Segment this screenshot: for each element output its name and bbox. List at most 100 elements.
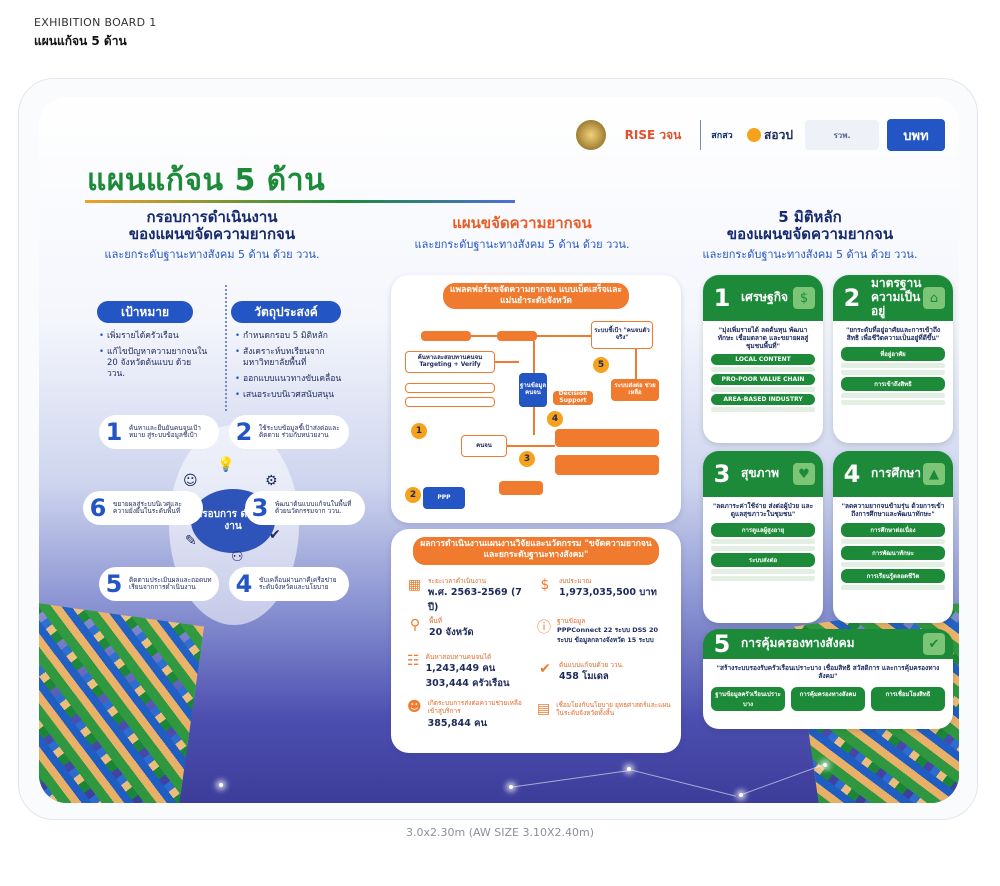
step-number: 2	[235, 418, 253, 446]
board-subtitle: แผนแก้จน 5 ด้าน	[34, 34, 127, 48]
framework-title-a: กรอบการดำเนินงาน	[146, 208, 278, 226]
text-line	[711, 538, 815, 544]
board-size-note: 3.0x2.30m (AW SIZE 3.10X2.40m)	[405, 826, 595, 839]
flow-box	[421, 331, 471, 341]
tdri-logo: รวพ.	[805, 120, 879, 150]
framework-heading: กรอบการดำเนินงาน ของแผนขจัดความยากจน และ…	[87, 209, 337, 263]
poverty-plan-heading: แผนขจัดความยากจน และยกระดับฐานะทางสังคม …	[377, 215, 667, 253]
objective-item: สังเคราะห์บทเรียนจากมหาวิทยาลัยพื้นที่	[235, 347, 353, 369]
sorpor-logo: สอวป	[743, 120, 797, 150]
dimension-chip: ระบบส่งต่อ	[711, 552, 815, 567]
flow-box	[497, 331, 537, 341]
result-label: ค้นหาสอบทานคนจนได้	[425, 653, 492, 661]
step-text: ขับเคลื่อนผ่านภาคีเครือข่ายระดับจังหวัดแ…	[259, 575, 337, 591]
step-text: ขยายผลสู่ระบบนิเวศและความยั่งยืนในระดับพ…	[113, 499, 182, 515]
sparkle	[627, 767, 631, 771]
dimension-chip: AREA-BASED INDUSTRY	[711, 394, 815, 406]
result-item: ▤เชื่อมโยงกับนโยบาย ยุทธศาสตร์และแผนในระ…	[537, 701, 673, 718]
checkmark-icon: ✔	[269, 527, 281, 543]
network-line	[738, 764, 824, 796]
text-line	[711, 387, 815, 393]
text-line	[711, 367, 815, 373]
step-text: ติดตามประเมินผลและถอดบทเรียนจากการดำเนิน…	[129, 575, 212, 591]
result-item: ⚲พื้นที่20 จังหวัด	[407, 617, 529, 640]
dimensions-heading: 5 มิติหลัก ของแผนขจัดความยากจน และยกระดั…	[679, 209, 941, 263]
text-line	[841, 584, 945, 590]
result-label: ต้นแบบแก้จนด้วย ววน.	[559, 661, 625, 669]
result-value: 20 จังหวัด	[429, 627, 474, 639]
dimension-quote: "สร้างระบบรองรับครัวเรือนเปราะบาง เชื่อม…	[716, 664, 940, 680]
objective-list: กำหนดกรอบ 5 มิติหลัก สังเคราะห์บทเรียนจา…	[235, 331, 353, 406]
board-label: EXHIBITION BOARD 1	[34, 16, 157, 29]
result-value: 1,243,449 คน 303,444 ครัวเรือน	[425, 663, 510, 690]
flow-connector	[471, 335, 497, 337]
goal-pill: เป้าหมาย	[97, 301, 193, 323]
decision-box: Decision Support	[553, 391, 593, 405]
network-line	[508, 770, 628, 788]
dimension-number: 3	[713, 460, 731, 488]
network-line	[628, 769, 736, 797]
gear-icon: ⚙	[265, 473, 278, 489]
people-icon: ☷	[407, 653, 420, 669]
dimension-chip: การเรียนรู้ตลอดชีวิต	[841, 568, 945, 583]
platform-tag: แพลตฟอร์มขจัดความยากจน แบบเบ็ดเสร็จและแม…	[443, 283, 629, 309]
exhibition-board: RISE วจน สกสว สอวป รวพ. บพท แผนแก้จน 5 ด…	[39, 97, 959, 803]
board-frame: RISE วจน สกสว สอวป รวพ. บพท แผนแก้จน 5 ด…	[18, 78, 978, 820]
flow-connector	[533, 341, 535, 373]
results-tag: ผลการดำเนินงานแผนงานวิจัยและนวัตกรรม "ขจ…	[413, 537, 659, 565]
result-value: 385,844 คน	[427, 717, 488, 729]
lightbulb-icon: 💡	[217, 457, 235, 473]
dimension-chip: การดูแลผู้สูงอายุ	[711, 522, 815, 537]
dimension-number: 1	[713, 284, 731, 312]
goal-item: แก้ไขปัญหาความยากจนใน 20 จังหวัดต้นแบบ ด…	[99, 347, 209, 380]
flow-step-5: 5	[593, 357, 609, 373]
objective-pill: วัตถุประสงค์	[231, 301, 341, 323]
logo-divider	[700, 120, 701, 150]
result-value: PPPConnect 22 ระบบ DSS 20 ระบบ ข้อมูลกลา…	[557, 626, 658, 645]
framework-subtitle: และยกระดับฐานะทางสังคม 5 ด้าน ด้วย ววน.	[104, 248, 320, 261]
calendar-icon: ▦	[407, 577, 422, 593]
result-item: ☻เกิดระบบการส่งต่อความช่วยเหลือเข้าสู่บร…	[407, 699, 529, 731]
dimensions-subtitle: และยกระดับฐานะทางสังคม 5 ด้าน ด้วย ววน.	[702, 248, 918, 261]
dimension-chip: การเข้าถึงสิทธิ	[841, 376, 945, 391]
dimension-quote: "ลดความยากจนข้ามรุ่น ด้วยการเข้าถึงการศึ…	[841, 502, 945, 518]
flow-box	[555, 455, 659, 475]
dimension-chip: การศึกษาต่อเนื่อง	[841, 522, 945, 537]
poverty-plan-title: แผนขจัดความยากจน	[452, 214, 592, 232]
text-line	[711, 545, 815, 551]
step-text: ใช้ระบบข้อมูลชี้เป้าส่งต่อและติดตาม ร่วม…	[259, 423, 340, 439]
text-line	[841, 362, 945, 368]
result-label: ระยะเวลาดำเนินงาน	[428, 577, 487, 585]
platform-flow-card: แพลตฟอร์มขจัดความยากจน แบบเบ็ดเสร็จและแม…	[391, 275, 681, 523]
dimension-chip: ฐานข้อมูลครัวเรือนเปราะบาง	[711, 686, 785, 711]
government-seal-icon	[576, 120, 606, 150]
rise-logo: RISE วจน	[624, 127, 682, 142]
board-header: EXHIBITION BOARD 1 แผนแก้จน 5 ด้าน	[34, 16, 157, 51]
sparkle	[219, 783, 223, 787]
dimension-number: 5	[713, 630, 731, 658]
flow-box	[405, 397, 495, 407]
dimension-chip: การคุ้มครองทางสังคม	[791, 686, 865, 711]
sparkle	[739, 793, 743, 797]
flow-step-3: 3	[519, 451, 535, 467]
dotted-connector	[225, 285, 227, 411]
framework-step-2: 2 ใช้ระบบข้อมูลชี้เป้าส่งต่อและติดตาม ร่ว…	[229, 415, 349, 449]
result-label: งบประมาณ	[559, 577, 592, 585]
goal-item: เพิ่มรายได้ครัวเรือน	[99, 331, 209, 342]
document-icon: ✎	[185, 533, 197, 549]
dimension-chip: PRO-POOR VALUE CHAIN	[711, 374, 815, 386]
document-icon: ▤	[537, 701, 551, 717]
flow-connector	[635, 349, 637, 379]
targeting-box: ค้นหาและสอบทานคนจน Targeting + Verify	[405, 351, 495, 373]
result-item: ☷ ค้นหาสอบทานคนจนได้ 1,243,449 คน 303,444 …	[407, 653, 529, 691]
logo-strip: RISE วจน สกสว สอวป รวพ. บพท	[576, 119, 945, 151]
framework-title-b: ของแผนขจัดความยากจน	[128, 224, 296, 243]
objective-item: เสนอระบบนิเวศสนับสนุน	[235, 390, 353, 401]
result-label: ฐานข้อมูล	[557, 617, 586, 625]
flow-connector	[495, 361, 519, 363]
